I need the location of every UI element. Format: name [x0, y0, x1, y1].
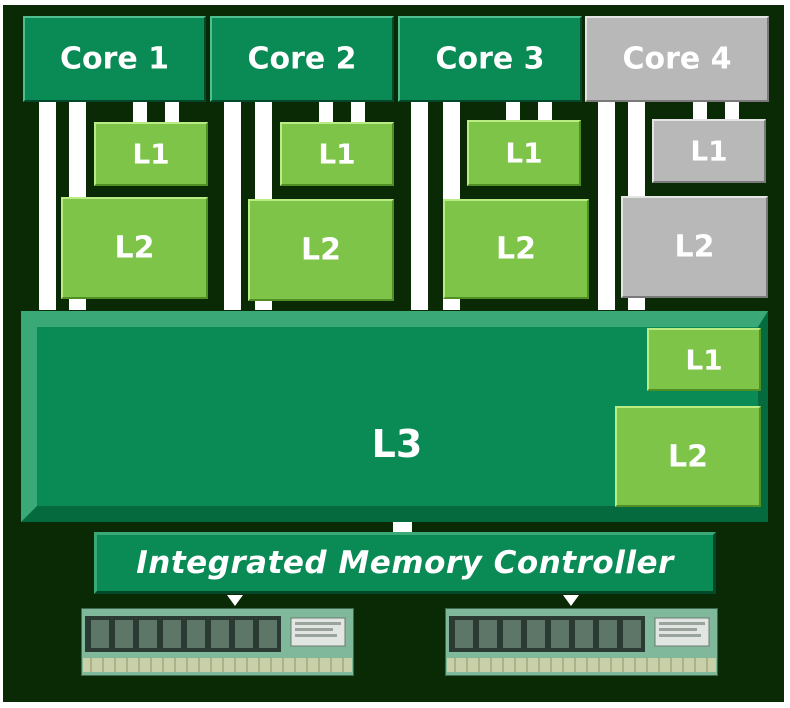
l2-cache-core-3: L2	[443, 199, 589, 299]
l3-l1-cache: L1	[647, 328, 761, 391]
arrow-down-icon	[227, 595, 243, 606]
l1-cache-core-3: L1	[467, 120, 581, 186]
memory-module	[444, 607, 719, 677]
cache-label: L2	[301, 232, 341, 268]
bus-line	[165, 100, 179, 124]
bus-line	[319, 100, 333, 124]
bus-line	[598, 100, 615, 310]
l3-l2-cache: L2	[615, 406, 761, 507]
memory-module-icon	[80, 607, 355, 677]
cache-label: L2	[674, 229, 715, 265]
core-2-block: Core 2	[210, 16, 394, 102]
bus-line	[725, 100, 739, 124]
cache-label: L1	[132, 137, 170, 171]
core-label: Core 1	[59, 41, 170, 77]
memory-module	[80, 607, 355, 677]
cache-label: L2	[114, 230, 155, 266]
bus-line	[351, 100, 365, 124]
core-4-block: Core 4	[585, 16, 769, 102]
l1-cache-core-4: L1	[652, 119, 766, 183]
core-label: Core 2	[247, 41, 357, 77]
core-label: Core 4	[622, 41, 732, 77]
memory-controller-label: Integrated Memory Controller	[136, 545, 674, 581]
l3-label: L3	[371, 422, 423, 466]
memory-controller: Integrated Memory Controller	[94, 532, 716, 594]
core-label: Core 3	[435, 41, 545, 77]
core-3-block: Core 3	[398, 16, 582, 102]
bus-line	[133, 100, 147, 124]
bus-line	[39, 100, 56, 310]
bus-connector	[393, 522, 412, 534]
core-1-block: Core 1	[23, 16, 206, 102]
l1-cache-core-1: L1	[94, 122, 208, 186]
cache-label: L1	[505, 136, 543, 170]
cache-label: L1	[685, 343, 723, 376]
memory-module-icon	[444, 607, 719, 677]
bus-line	[693, 100, 707, 124]
bus-line	[411, 100, 428, 310]
bus-line	[506, 100, 520, 124]
cache-label: L1	[318, 137, 356, 171]
cache-label: L2	[496, 231, 536, 267]
l2-cache-core-4: L2	[621, 196, 768, 298]
l2-cache-core-2: L2	[248, 199, 394, 301]
l1-cache-core-2: L1	[280, 122, 394, 186]
processor-diagram: Core 1 Core 2 Core 3 Core 4 L1 L1 L1 L1 …	[3, 5, 784, 702]
arrow-down-icon	[563, 595, 579, 606]
bus-line	[538, 100, 552, 124]
cache-label: L2	[668, 439, 708, 474]
cache-label: L1	[690, 134, 728, 168]
bus-line	[224, 100, 241, 310]
l2-cache-core-1: L2	[61, 197, 208, 299]
